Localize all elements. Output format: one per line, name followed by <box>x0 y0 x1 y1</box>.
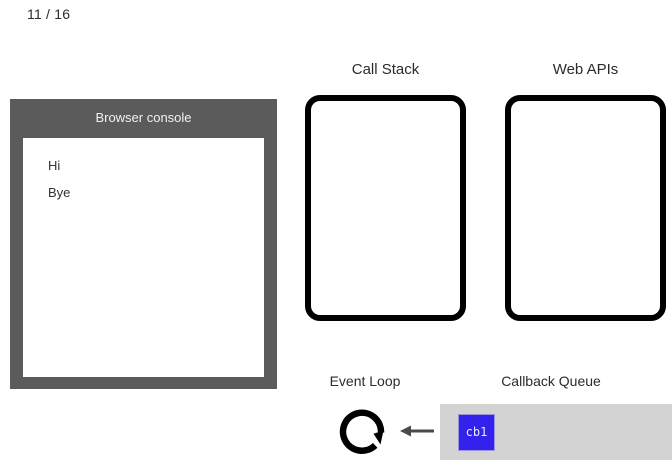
arrow-left-icon <box>398 420 436 442</box>
callback-queue-container: cb1 <box>440 404 672 460</box>
console-log-line: Bye <box>48 185 71 200</box>
browser-console-title: Browser console <box>95 110 192 125</box>
web-apis-box <box>505 95 666 321</box>
web-apis-label: Web APIs <box>552 61 619 78</box>
slide-counter: 11 / 16 <box>27 6 71 22</box>
call-stack-label: Call Stack <box>351 61 420 78</box>
callback-queue-label: Callback Queue <box>501 373 601 389</box>
circular-arrow-icon <box>339 404 393 458</box>
callback-queue-item[interactable]: cb1 <box>458 414 495 451</box>
event-loop-label: Event Loop <box>329 373 401 389</box>
browser-console-panel: Browser console Hi Bye <box>10 99 277 389</box>
console-log-line: Hi <box>48 158 61 173</box>
call-stack-box <box>305 95 466 321</box>
browser-console-output: Hi Bye <box>23 138 264 377</box>
